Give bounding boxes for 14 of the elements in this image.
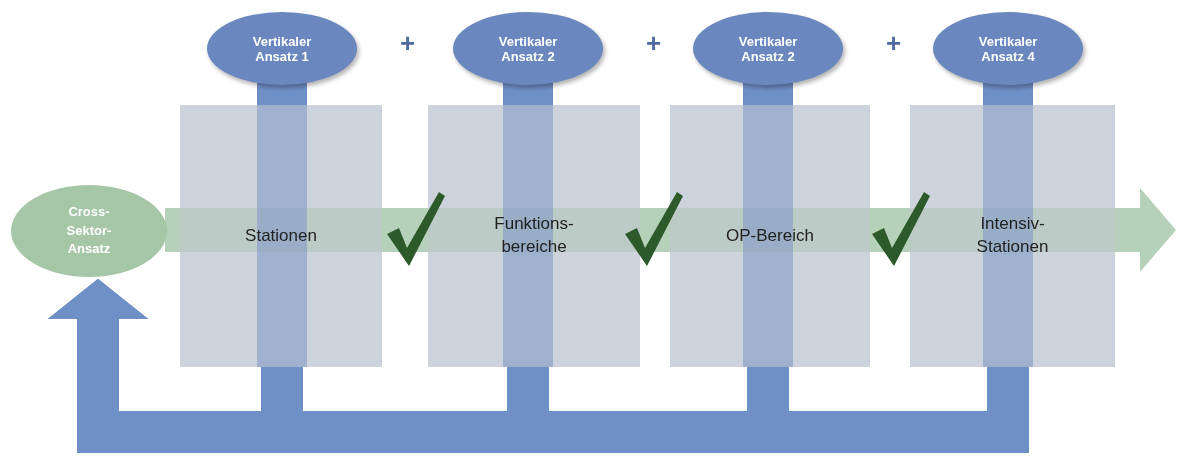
area-box: Intensiv- Stationen [910, 105, 1115, 367]
plus-sign: + [886, 28, 902, 59]
approach-ellipse: Vertikaler Ansatz 1 [207, 12, 357, 85]
approach-ellipse: Vertikaler Ansatz 4 [933, 12, 1083, 85]
area-box: Stationen [180, 105, 382, 367]
area-box: OP-Bereich [670, 105, 870, 367]
approach-ellipse: Vertikaler Ansatz 2 [693, 12, 843, 85]
area-box: Funktions- bereiche [428, 105, 640, 367]
plus-sign: + [400, 28, 416, 59]
arrow [1114, 188, 1176, 272]
plus-sign: + [646, 28, 662, 59]
arrow [48, 279, 1029, 453]
approach-ellipse: Vertikaler Ansatz 2 [453, 12, 603, 85]
approach-ellipse: Cross- Sektor- Ansatz [11, 185, 167, 277]
